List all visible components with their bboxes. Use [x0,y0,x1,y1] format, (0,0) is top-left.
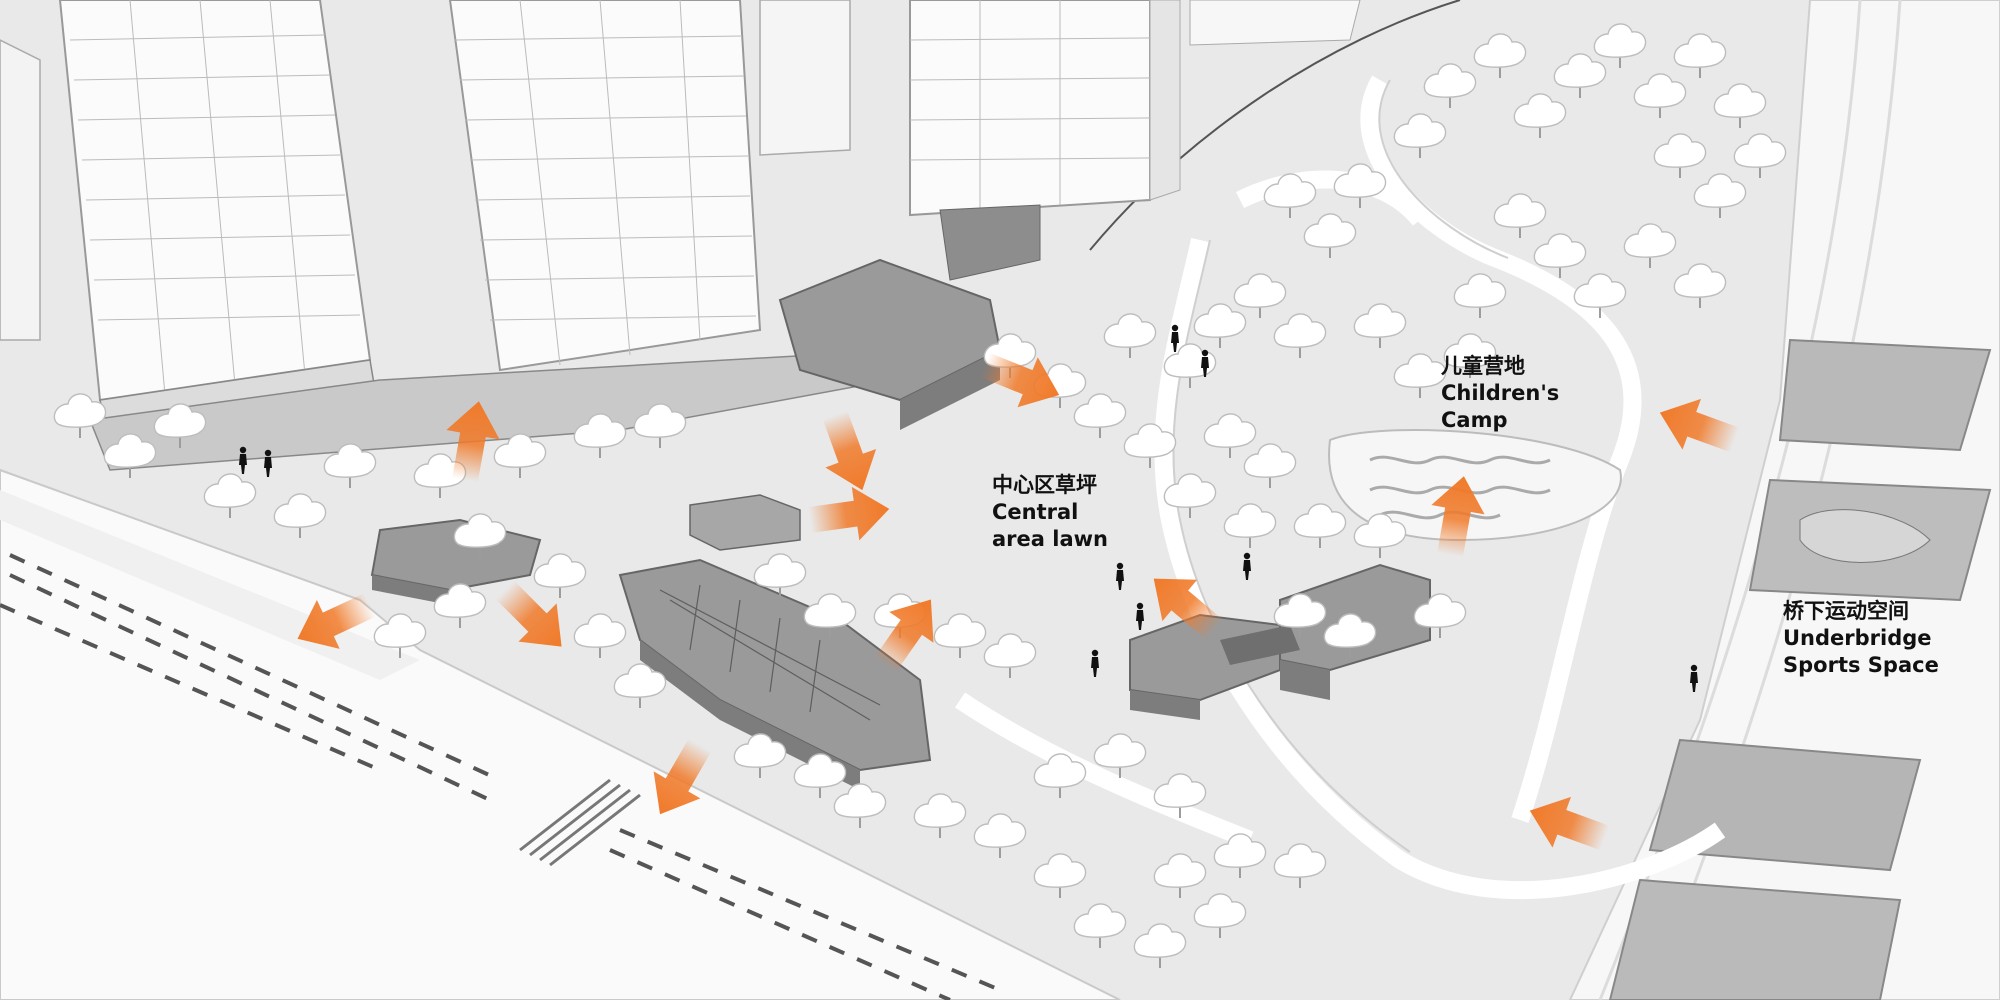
childrens-camp-label-en-1: Children's [1441,381,1560,405]
central-lawn-label-zh: 中心区草坪 [992,473,1097,497]
childrens-camp-label-zh: 儿童营地 [1441,354,1525,378]
sports-courts [1608,338,1992,1000]
central-lawn-label: 中心区草坪 Central area lawn [992,472,1108,553]
underbridge-sports-label: 桥下运动空间 Underbridge Sports Space [1783,598,1939,679]
childrens-camp-label: 儿童营地 Children's Camp [1441,353,1559,434]
central-lawn-label-en-2: area lawn [992,527,1108,551]
underbridge-sports-label-zh: 桥下运动空间 [1783,599,1909,623]
underbridge-sports-label-en-1: Underbridge [1783,626,1932,650]
childrens-camp-label-en-2: Camp [1441,408,1508,432]
underbridge-sports-label-en-2: Sports Space [1783,653,1939,677]
pavilions [370,204,1431,790]
central-lawn-label-en-1: Central [992,500,1079,524]
high-rise-towers [0,0,1361,471]
park-path-edges [1172,79,1509,853]
